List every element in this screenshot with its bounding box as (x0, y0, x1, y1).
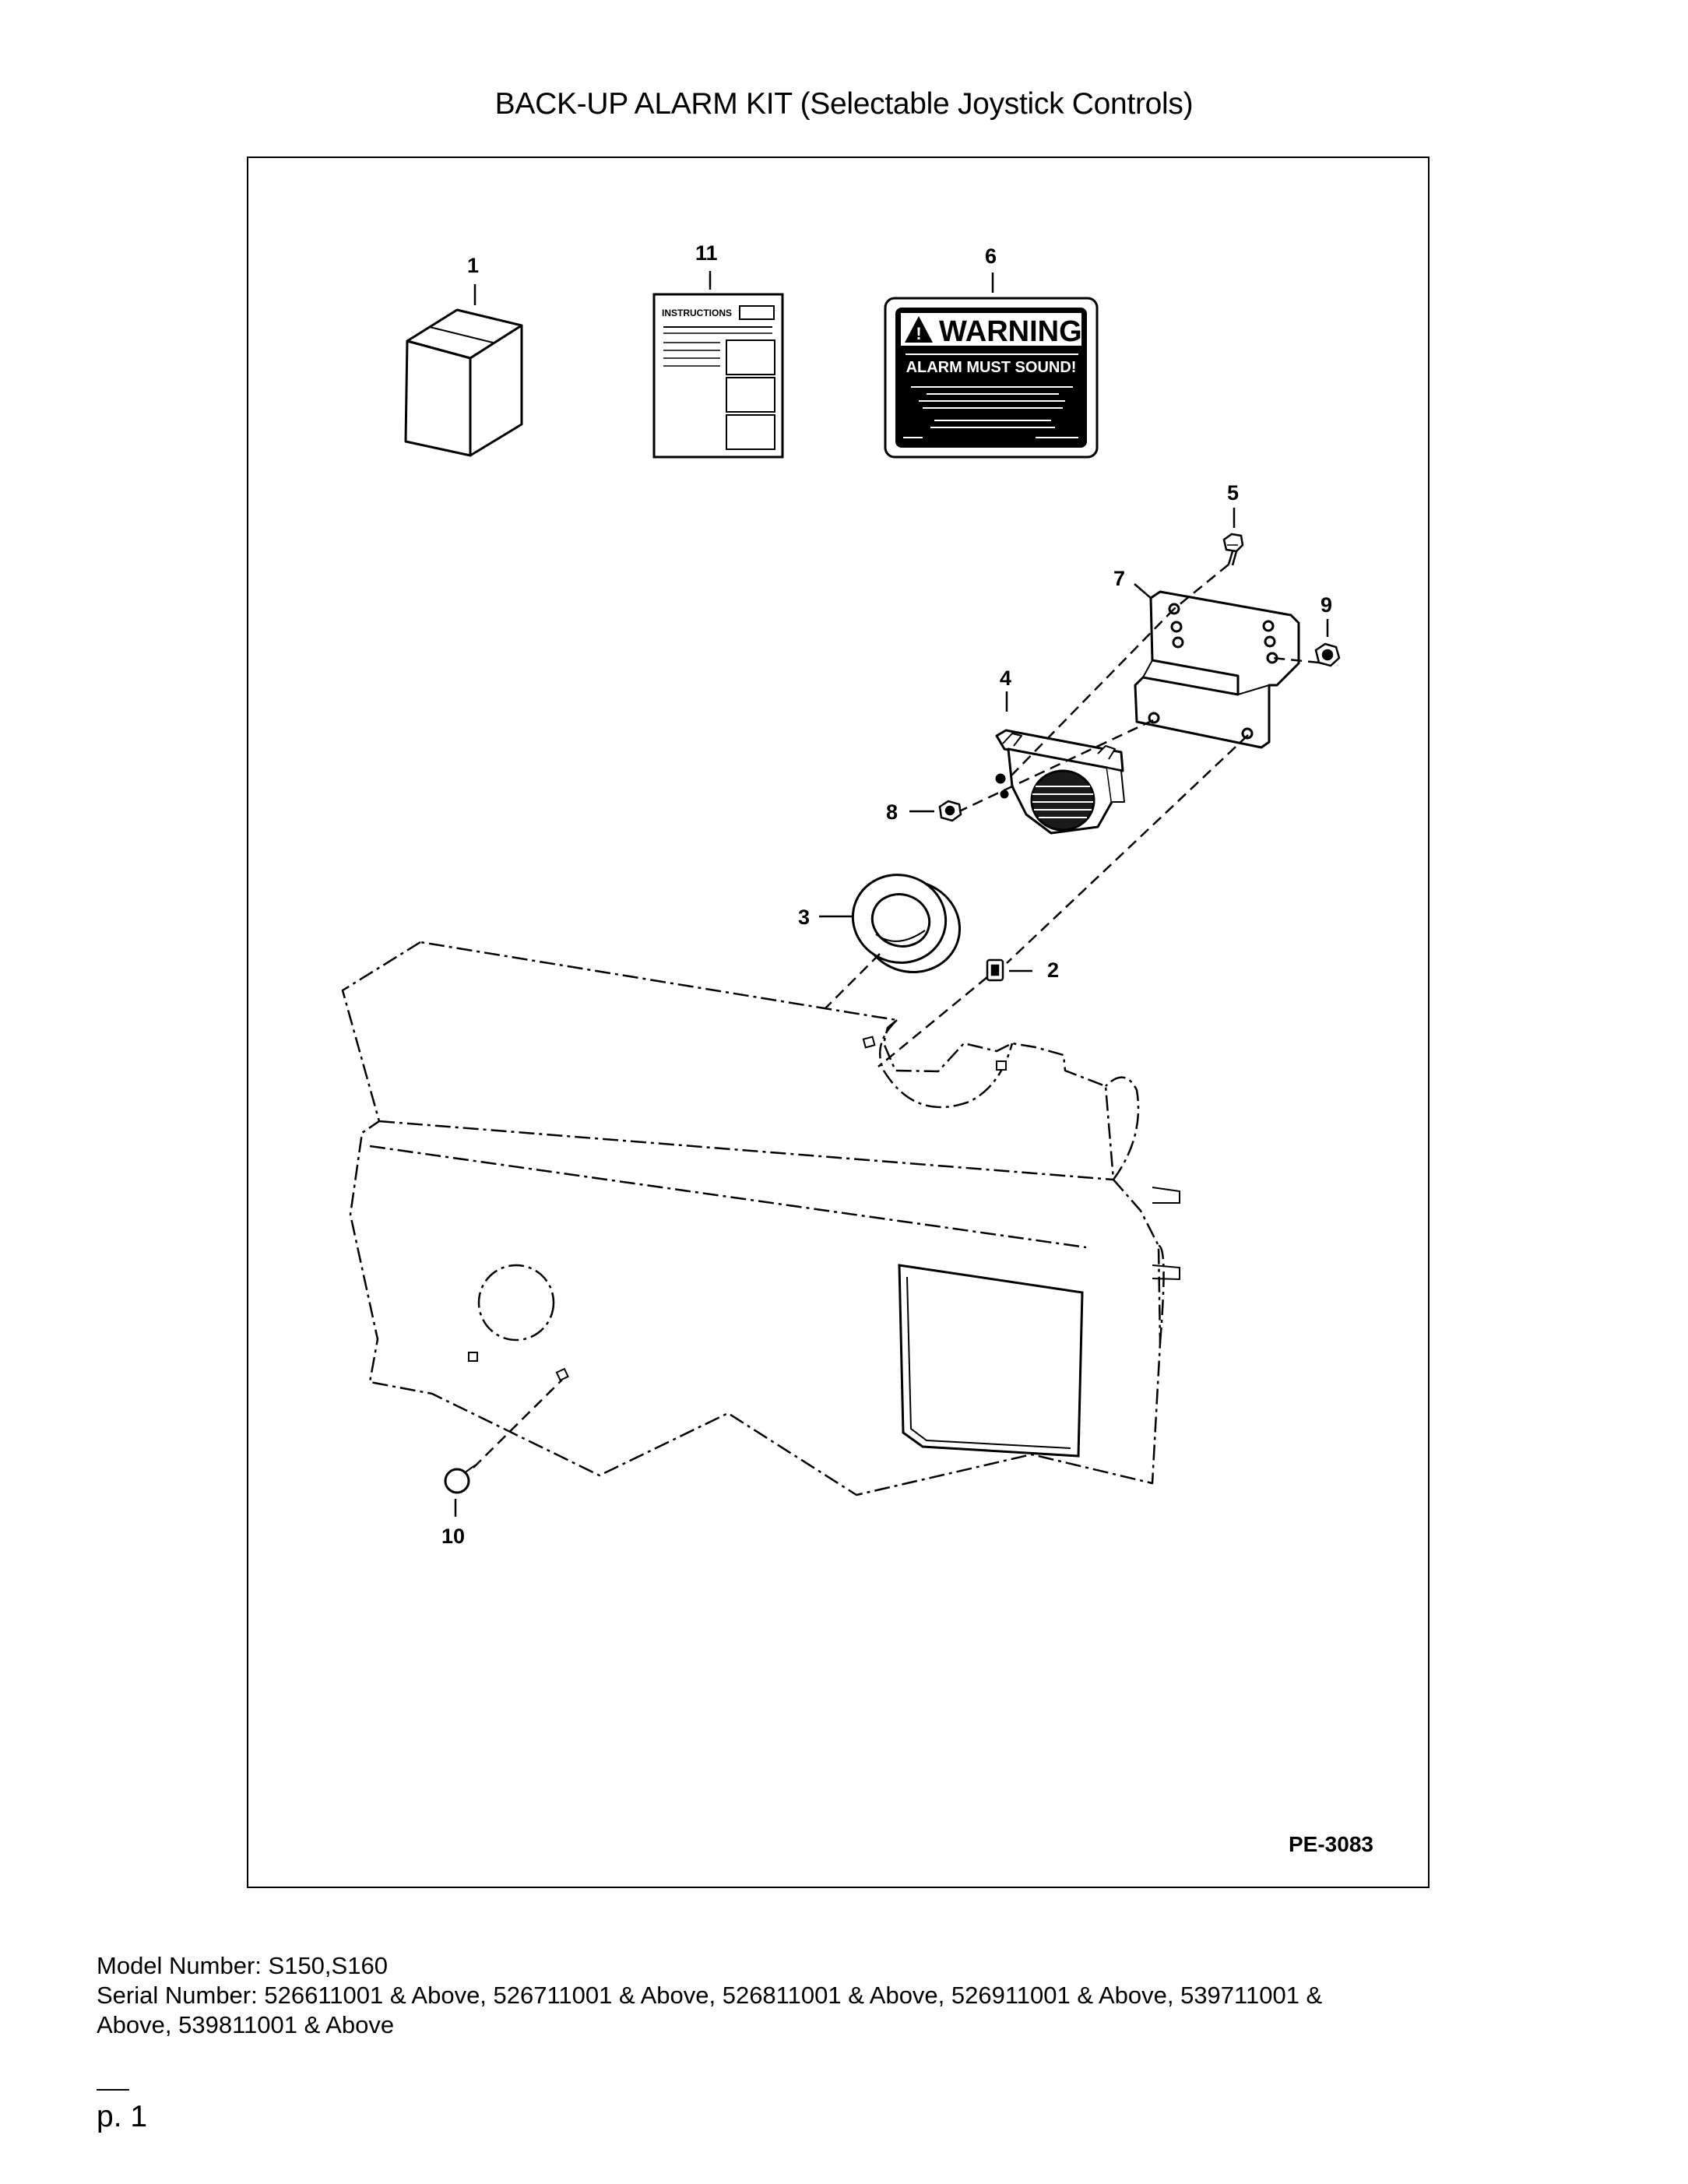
callout-7: 7 (1113, 567, 1125, 590)
part-5-bolt (1222, 533, 1244, 566)
svg-text:!: ! (916, 324, 921, 343)
part-7-bracket (1134, 590, 1300, 749)
warning-subheader: ALARM MUST SOUND! (906, 359, 1077, 376)
part-2-clip (986, 958, 1004, 982)
callout-2: 2 (1047, 958, 1059, 982)
callout-6: 6 (985, 244, 997, 268)
serial-number-line-2: Above, 539811001 & Above (97, 2011, 395, 2038)
callout-1: 1 (467, 254, 479, 277)
machine-rear-panel (341, 941, 1165, 1496)
callout-4: 4 (1000, 666, 1011, 690)
part-8-nut (938, 800, 962, 822)
part-10-plug (444, 1465, 476, 1494)
serial-number-line-1: Serial Number: 526611001 & Above, 526711… (97, 1982, 1323, 2009)
assembly-lines (473, 564, 1320, 1468)
warning-header: WARNING (939, 315, 1082, 348)
part-3-grommet (851, 874, 962, 973)
callout-11: 11 (695, 241, 718, 265)
callout-8: 8 (886, 800, 898, 824)
model-number-line: Model Number: S150,S160 (97, 1952, 388, 1979)
page-number: p. 1 (97, 2100, 148, 2133)
footer-info: Model Number: S150,S160 Serial Number: 5… (97, 1951, 1591, 2040)
machine-solid-details (898, 1187, 1180, 1458)
callout-9: 9 (1321, 593, 1332, 617)
instructions-label: INSTRUCTIONS (662, 308, 732, 318)
part-6-warning-decal: ! (884, 297, 1099, 459)
callout-3: 3 (798, 906, 810, 929)
callout-leaders (454, 271, 1329, 1517)
part-1-box (404, 308, 523, 457)
figure-code: PE-3083 (1289, 1832, 1373, 1856)
page-title: BACK-UP ALARM KIT (Selectable Joystick C… (494, 87, 1194, 121)
part-4-backup-alarm (995, 729, 1125, 835)
part-9-nut (1314, 642, 1341, 667)
machine-square-holes (468, 1036, 1007, 1381)
part-11-instruction-sheet (652, 293, 784, 459)
callout-5: 5 (1227, 481, 1239, 505)
page-number-rule (97, 2089, 129, 2091)
figure-frame (247, 157, 1430, 1888)
callout-10: 10 (441, 1525, 465, 1548)
